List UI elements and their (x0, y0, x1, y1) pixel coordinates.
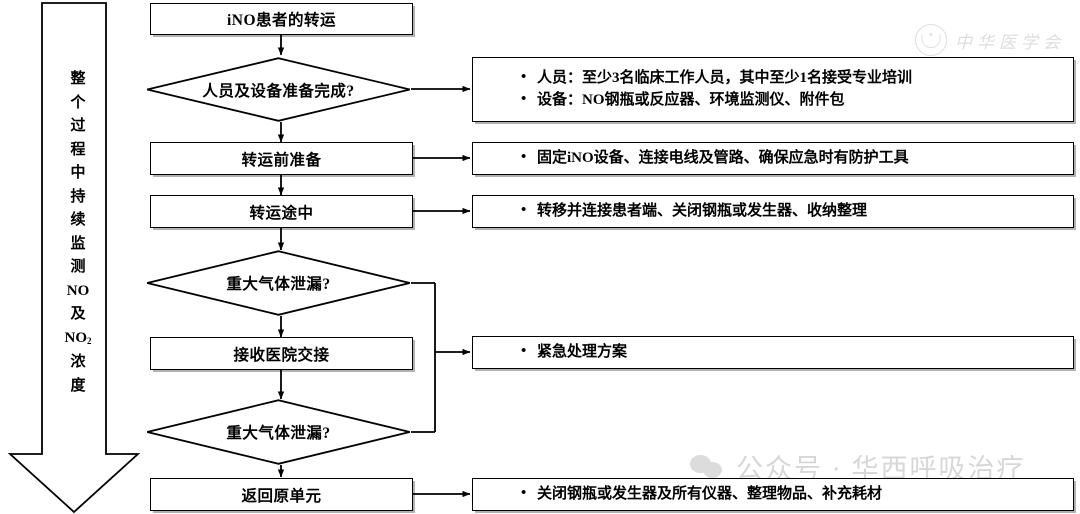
banner-char: 监 (70, 235, 86, 252)
banner-char: 测 (70, 259, 86, 275)
node-start-label: iNO患者的转运 (226, 12, 337, 29)
node-handover-label: 接收医院交接 (233, 346, 330, 364)
detail-line: 固定iNO设备、连接电线及管路、确保应急时有防护工具 (521, 149, 1073, 167)
banner-char: 整 (70, 71, 86, 87)
banner-char: 度 (70, 377, 86, 394)
detail-pre-transport: 固定iNO设备、连接电线及管路、确保应急时有防护工具 (472, 142, 1074, 175)
detail-readiness: 人员：至少3名临床工作人员，其中至少1名接受专业培训 设备：NO钢瓶或反应器、环… (472, 57, 1074, 122)
node-pre-transport[interactable]: 转运前准备 (150, 142, 413, 175)
detail-line: 设备：NO钢瓶或反应器、环境监测仪、附件包 (521, 91, 1073, 109)
banner-char: 及 (70, 306, 86, 322)
banner-char: 过 (70, 118, 86, 134)
node-leak-check-2-label: 重大气体泄漏? (226, 425, 331, 442)
node-readiness-label: 人员及设备准备完成? (202, 82, 355, 100)
banner-char: 程 (70, 141, 86, 158)
node-in-transit[interactable]: 转运途中 (150, 195, 413, 228)
node-leak-check-1-label: 重大气体泄漏? (226, 276, 331, 293)
wechat-icon (690, 454, 724, 480)
node-pre-transport-label: 转运前准备 (241, 151, 322, 169)
banner-char: 中 (70, 165, 86, 181)
detail-line: 紧急处理方案 (521, 343, 1073, 361)
detail-line: 人员：至少3名临床工作人员，其中至少1名接受专业培训 (521, 69, 1073, 87)
node-readiness[interactable]: 人员及设备准备完成? (146, 57, 411, 122)
banner-char: 续 (70, 212, 86, 228)
detail-emergency: 紧急处理方案 (472, 336, 1074, 369)
node-start[interactable]: iNO患者的转运 (150, 3, 413, 35)
detail-line: 转移并连接患者端、关闭钢瓶或发生器、收纳整理 (521, 202, 1073, 220)
banner-char: 浓 (70, 354, 86, 370)
node-return-unit-label: 返回原单元 (241, 487, 322, 505)
detail-return: 关闭钢瓶或发生器及所有仪器、整理物品、补充耗材 (472, 478, 1074, 511)
node-leak-check-2[interactable]: 重大气体泄漏? (146, 399, 411, 465)
node-leak-check-1[interactable]: 重大气体泄漏? (146, 250, 411, 316)
seal-icon (915, 24, 947, 56)
banner-char: 个 (70, 94, 86, 111)
detail-line: 关闭钢瓶或发生器及所有仪器、整理物品、补充耗材 (521, 485, 1073, 503)
banner-char: 持 (70, 188, 86, 205)
node-return-unit[interactable]: 返回原单元 (150, 478, 413, 511)
society-seal-watermark: 中华医学会 (915, 24, 1065, 56)
detail-in-transit: 转移并连接患者端、关闭钢瓶或发生器、收纳整理 (472, 195, 1074, 228)
continuous-monitoring-label: 整 个 过 程 中 持 续 监 测 NO 及 NO2 浓 度 (50, 68, 106, 398)
banner-char: NO (66, 282, 90, 299)
continuous-monitoring-arrow (7, 2, 141, 514)
banner-char: NO2 (64, 329, 92, 346)
node-in-transit-label: 转运途中 (249, 204, 314, 222)
watermark-top-label: 中华医学会 (955, 32, 1065, 52)
node-handover[interactable]: 接收医院交接 (150, 337, 413, 370)
